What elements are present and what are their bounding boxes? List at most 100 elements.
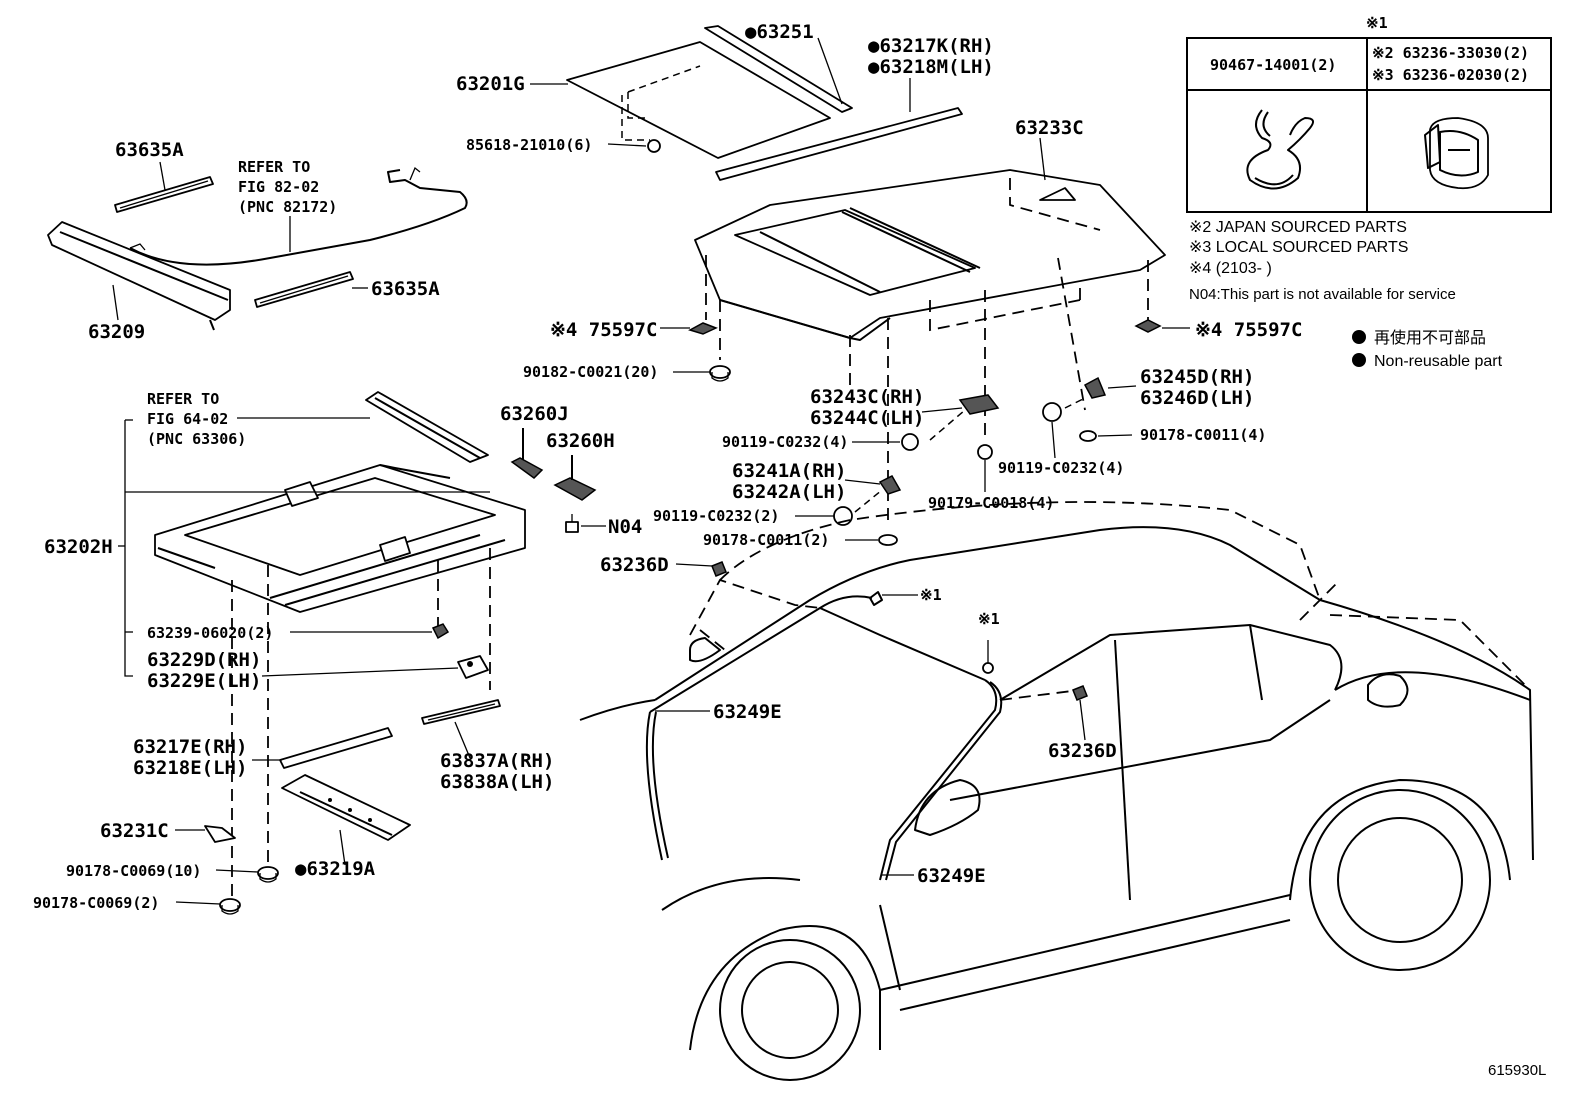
label-63246D: 63246D(LH) [1140,387,1254,409]
label-90119-3: 90119-C0232(2) [653,507,779,525]
nut-90178-C0011-2 [878,534,898,546]
seal-63635A-lower [254,271,354,308]
clip-75597C-right [1134,319,1162,333]
label-90179: 90179-C0018(4) [928,494,1054,512]
clip-ref1-a [869,591,883,606]
label-63242A: 63242A(LH) [732,481,846,503]
legend-en: Non-reusable part [1374,353,1503,370]
rail-63217E [279,727,393,769]
label-63218E: 63218E(LH) [133,757,247,779]
label-90119-2: 90119-C0232(4) [998,459,1124,477]
clip-90119-2 [1042,402,1062,422]
label-85618: 85618-21010(6) [466,136,592,154]
clip-63239 [431,623,450,640]
note-2103: ※4 (2103- ) [1189,260,1272,277]
label-63244C: 63244C(LH) [810,407,924,429]
clip-ref1-b [982,640,994,674]
label-63229E: 63229E(LH) [147,670,261,692]
label-refer64-line3: (PNC 63306) [147,430,246,448]
label-63635A-lower: 63635A [371,278,440,300]
seal-63635A-upper [114,176,214,213]
ref-table-left-part: 90467-14001(2) [1210,56,1336,74]
sunroof-frame-63202H [154,464,526,613]
motor-63260J [510,428,544,479]
label-63202H: 63202H [44,536,113,558]
label-90119-1: 90119-C0232(4) [722,433,848,451]
legend: 再使用不可部品 Non-reusable part [1352,329,1503,370]
label-75597C-left: ※4 75597C [550,319,657,341]
label-63243C: 63243C(RH) [810,386,924,408]
leader-lines [112,37,1190,905]
label-63245D: 63245D(RH) [1140,366,1254,388]
legend-bullet-icon [1352,330,1366,344]
glass-screw-85618 [621,95,661,153]
wiring-harness [129,166,468,266]
label-ref1-b: ※1 [978,610,1000,628]
label-63217E: 63217E(RH) [133,736,247,758]
clip-90119-1 [901,433,919,451]
label-refer82-line3: (PNC 82172) [238,198,337,216]
figure-code: 615930L [1488,1062,1546,1079]
label-63260J: 63260J [500,403,569,425]
nut-90178-C0011-4 [1079,430,1097,442]
note-n04: N04:This part is not available for servi… [1189,286,1456,303]
label-75597C-right: ※4 75597C [1195,319,1302,341]
label-refer64-line1: REFER TO [147,390,219,408]
label-63233C: 63233C [1015,117,1084,139]
label-90178-C0011-4: 90178-C0011(4) [1140,426,1266,444]
notes: ※2 JAPAN SOURCED PARTS ※3 LOCAL SOURCED … [1189,219,1456,303]
bracket-63241A [878,475,902,495]
label-63217K: ●63217K(RH) [868,35,994,57]
car-body-outline [579,526,1534,1081]
wire-clip-drawing [1246,109,1315,190]
label-90178-C0069-2: 90178-C0069(2) [33,894,159,912]
note-japan-sourced: ※2 JAPAN SOURCED PARTS [1189,219,1407,236]
clip-63236D-front [711,561,727,577]
car-dashed-roof [689,501,1531,701]
clamp-drawing [1424,117,1489,190]
label-63241A: 63241A(RH) [732,460,846,482]
bolt-N04 [565,514,579,533]
roof-moulding-63217K [715,107,963,181]
nut-90178-C0069-2 [219,898,241,915]
rail-63837A [421,699,501,725]
label-refer82-line2: FIG 82-02 [238,178,319,196]
bracket-63245D [1083,376,1107,399]
sunroof-glass-63201G [566,41,831,159]
nut-90178-C0069-10 [257,866,279,883]
label-ref1-a: ※1 [920,586,942,604]
note-local-sourced: ※3 LOCAL SOURCED PARTS [1189,239,1408,256]
reference-table: ※1 90467-14001(2) ※2 63236-33030(2) ※3 6… [1186,14,1552,213]
label-63218M: ●63218M(LH) [868,56,994,78]
label-63209: 63209 [88,321,145,343]
label-63249E-side: 63249E [917,865,986,887]
label-63239: 63239-06020(2) [147,624,273,642]
bracket-63229D [457,655,489,679]
roof-panel-63233C [694,169,1166,341]
label-90182: 90182-C0021(20) [523,363,658,381]
nut-90179 [977,444,993,460]
label-63251: ●63251 [745,21,814,43]
label-63837A: 63837A(RH) [440,750,554,772]
label-refer64-line2: FIG 64-02 [147,410,228,428]
label-63201G: 63201G [456,73,525,95]
nut-90182 [709,365,731,382]
label-63249E-front: 63249E [713,701,782,723]
label-63236D-side: 63236D [1048,740,1117,762]
deflector-upper [365,391,489,463]
label-90178-C0011-2: 90178-C0011(2) [703,531,829,549]
sunshade-63219A [281,774,411,841]
label-63229D: 63229D(RH) [147,649,261,671]
ref-table-header: ※1 [1366,14,1388,32]
label-63260H: 63260H [546,430,615,452]
label-63838A: 63838A(LH) [440,771,554,793]
label-N04: N04 [608,516,642,538]
clip-75597C-left [688,322,718,335]
part-labels: ●63251 ●63217K(RH) ●63218M(LH) 63201G 85… [33,21,1546,1079]
ref-table-right-part-1: ※2 63236-33030(2) [1372,44,1529,62]
glass-weatherstrip-63251 [704,25,853,113]
legend-jp: 再使用不可部品 [1374,329,1486,347]
label-90178-C0069-10: 90178-C0069(10) [66,862,201,880]
motor-63260H [553,455,597,501]
